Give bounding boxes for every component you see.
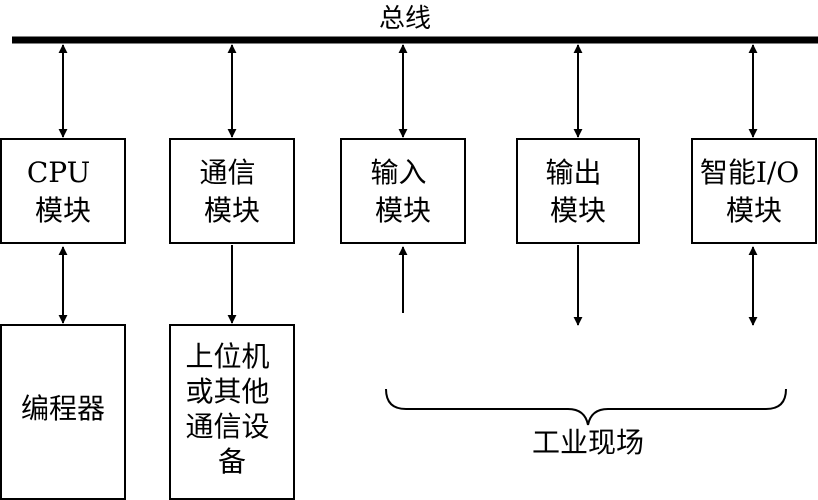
programmer-label: 编程器 (21, 392, 105, 425)
host-device-label: 上位机 或其他 通信设 备 (186, 340, 279, 478)
input-module-label: 输入 模块 (371, 156, 436, 227)
comm-module-box (169, 138, 295, 244)
input-module-box (340, 138, 466, 244)
smart-io-module-box (691, 138, 817, 244)
smart-io-module-label: 智能I/O 模块 (700, 156, 808, 227)
output-module-label: 输出 模块 (546, 156, 611, 227)
programmer-box (0, 324, 126, 500)
cpu-module-label: CPU 模块 (27, 156, 99, 227)
bus-label: 总线 (379, 4, 431, 34)
cpu-module-box (0, 138, 126, 244)
field-brace (385, 388, 787, 426)
field-label: 工业现场 (532, 426, 644, 459)
comm-module-label: 通信 模块 (200, 156, 265, 227)
host-device-box (169, 324, 295, 500)
output-module-box (516, 138, 640, 244)
